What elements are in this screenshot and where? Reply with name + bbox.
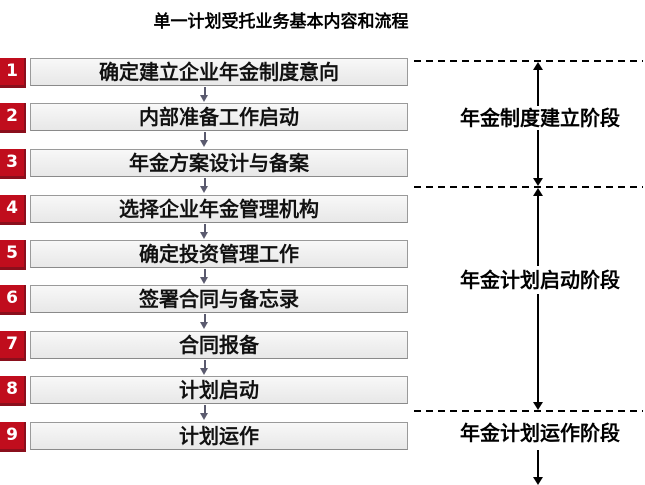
- step-bar: 计划启动: [30, 376, 408, 404]
- phase-label-1: 年金制度建立阶段: [460, 106, 620, 130]
- step-bar: 签署合同与备忘录: [30, 285, 408, 313]
- step-bar: 确定投资管理工作: [30, 240, 408, 268]
- diagram-title: 单一计划受托业务基本内容和流程: [153, 12, 409, 32]
- step-connector-down-arrow-icon: [199, 132, 210, 148]
- phase-arrow-down-icon: [533, 450, 543, 485]
- step-connector-down-arrow-icon: [199, 87, 210, 103]
- step-connector-down-arrow-icon: [199, 178, 210, 194]
- step-row-4: 4 选择企业年金管理机构: [0, 195, 420, 225]
- phase-arrow-up-icon: [533, 62, 543, 106]
- step-number-badge: 1: [0, 58, 26, 88]
- step-connector-down-arrow-icon: [199, 360, 210, 376]
- phase-arrow-up-icon: [533, 188, 543, 266]
- step-number-badge: 5: [0, 240, 26, 270]
- step-bar: 内部准备工作启动: [30, 103, 408, 131]
- step-number-badge: 3: [0, 149, 26, 179]
- step-number-badge: 6: [0, 285, 26, 315]
- phase-label-3: 年金计划运作阶段: [460, 421, 620, 445]
- step-row-2: 2 内部准备工作启动: [0, 103, 420, 133]
- phase-label-2: 年金计划启动阶段: [460, 268, 620, 292]
- step-connector-down-arrow-icon: [199, 405, 210, 421]
- step-bar: 计划运作: [30, 422, 408, 450]
- step-number-badge: 4: [0, 195, 26, 225]
- phase-divider-line: [414, 410, 643, 412]
- step-row-1: 1 确定建立企业年金制度意向: [0, 58, 420, 88]
- step-row-6: 6 签署合同与备忘录: [0, 285, 420, 315]
- step-number-badge: 9: [0, 422, 26, 452]
- phase-arrow-down-icon: [533, 130, 543, 186]
- step-number-badge: 7: [0, 331, 26, 361]
- step-number-badge: 8: [0, 376, 26, 406]
- phase-divider-line: [414, 60, 643, 62]
- phase-arrow-down-icon: [533, 294, 543, 410]
- step-connector-down-arrow-icon: [199, 314, 210, 330]
- step-bar: 确定建立企业年金制度意向: [30, 58, 408, 86]
- step-row-8: 8 计划启动: [0, 376, 420, 406]
- phase-divider-line: [414, 186, 643, 188]
- step-row-7: 7 合同报备: [0, 331, 420, 361]
- step-connector-down-arrow-icon: [199, 269, 210, 285]
- step-bar: 合同报备: [30, 331, 408, 359]
- step-connector-down-arrow-icon: [199, 224, 210, 240]
- step-row-3: 3 年金方案设计与备案: [0, 149, 420, 179]
- step-bar: 年金方案设计与备案: [30, 149, 408, 177]
- step-row-5: 5 确定投资管理工作: [0, 240, 420, 270]
- step-number-badge: 2: [0, 103, 26, 133]
- step-bar: 选择企业年金管理机构: [30, 195, 408, 223]
- step-row-9: 9 计划运作: [0, 422, 420, 452]
